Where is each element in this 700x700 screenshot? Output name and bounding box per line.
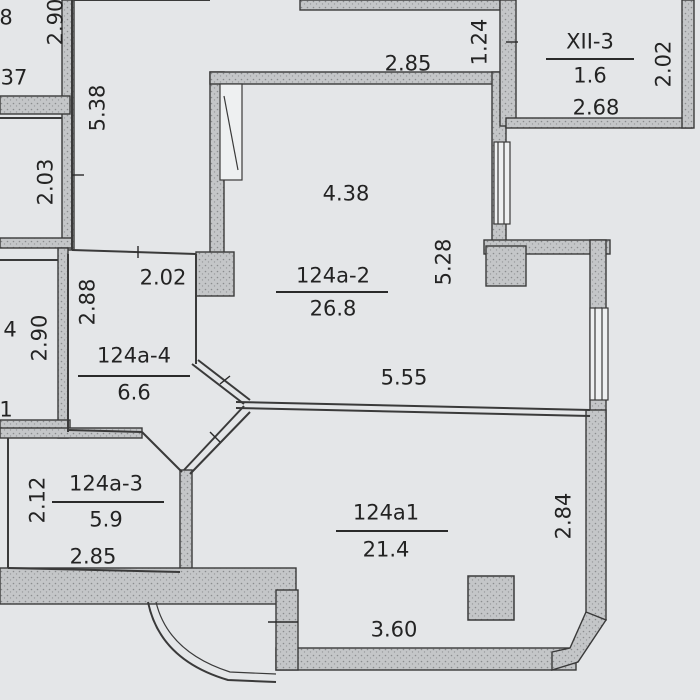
room-area-124a-3: 5.9: [89, 507, 123, 532]
dim-555: 5.55: [380, 365, 428, 390]
tick-marks: [72, 41, 518, 623]
room-area-124a-2: 26.8: [309, 296, 357, 321]
balcony-curve: [147, 601, 277, 683]
windows: [219, 83, 609, 401]
dim-1: 1: [0, 397, 13, 422]
wall-segment: [209, 71, 501, 85]
dim-285-top: 2.85: [384, 51, 432, 76]
wall-diagonal: [551, 611, 608, 671]
dim-202-mid: 2.02: [139, 265, 187, 290]
wall-segment: [179, 469, 193, 579]
room-code-124a-2: 124а-2: [296, 263, 370, 288]
dim-284: 2.84: [551, 492, 576, 540]
wall-segment: [0, 95, 71, 115]
wall-segment: [681, 0, 695, 129]
window: [493, 141, 511, 225]
wall-segment: [275, 647, 577, 671]
dim-top-290: 2.90: [43, 0, 68, 46]
dim-528: 5.28: [431, 238, 456, 286]
room-label-underline: [276, 291, 388, 293]
room-code-124a-3: 124а-3: [69, 471, 143, 496]
window: [589, 307, 609, 401]
room-code-124a1: 124а1: [352, 500, 420, 525]
room-label-underline: [52, 501, 164, 503]
room-area-xii-3: 1.6: [573, 63, 607, 88]
room-code-xii-3: ХII-3: [566, 29, 614, 54]
wall-segment: [0, 237, 73, 249]
dim-288: 2.88: [75, 278, 100, 326]
wall-segment: [0, 567, 297, 605]
wall-segment: [505, 117, 693, 129]
dim-top-8: 8: [0, 5, 13, 30]
column-square: [467, 575, 515, 621]
dim-202-right: 2.02: [651, 40, 676, 88]
wall-segment: [195, 251, 235, 297]
dim-438: 4.38: [322, 181, 370, 206]
dim-290-left: 2.90: [27, 314, 52, 362]
wall-segment: [499, 0, 517, 127]
room-area-124a1: 21.4: [362, 537, 410, 562]
dim-268: 2.68: [572, 95, 620, 120]
dim-285-bottom: 2.85: [69, 544, 117, 569]
partitions: [0, 0, 591, 573]
wall-segment: [585, 409, 607, 621]
dim-212: 2.12: [25, 476, 50, 524]
dim-360: 3.60: [370, 617, 418, 642]
wall-segment: [485, 245, 527, 287]
dim-203: 2.03: [33, 158, 58, 206]
room-label-underline: [336, 530, 448, 532]
room-area-124a-4-value: 6.6: [117, 380, 151, 405]
room-label-underline: [78, 375, 190, 377]
room-label-underline: [546, 58, 634, 60]
dim-124: 1.24: [467, 18, 492, 66]
dim-top-37: 37: [0, 65, 28, 90]
dim-538: 5.38: [85, 84, 110, 132]
wall-segment: [57, 247, 69, 439]
dim-4: 4: [3, 317, 17, 342]
room-code-124a-4: 124а-4: [97, 343, 171, 368]
wall-segment: [299, 0, 501, 11]
wall-segment: [275, 589, 299, 671]
